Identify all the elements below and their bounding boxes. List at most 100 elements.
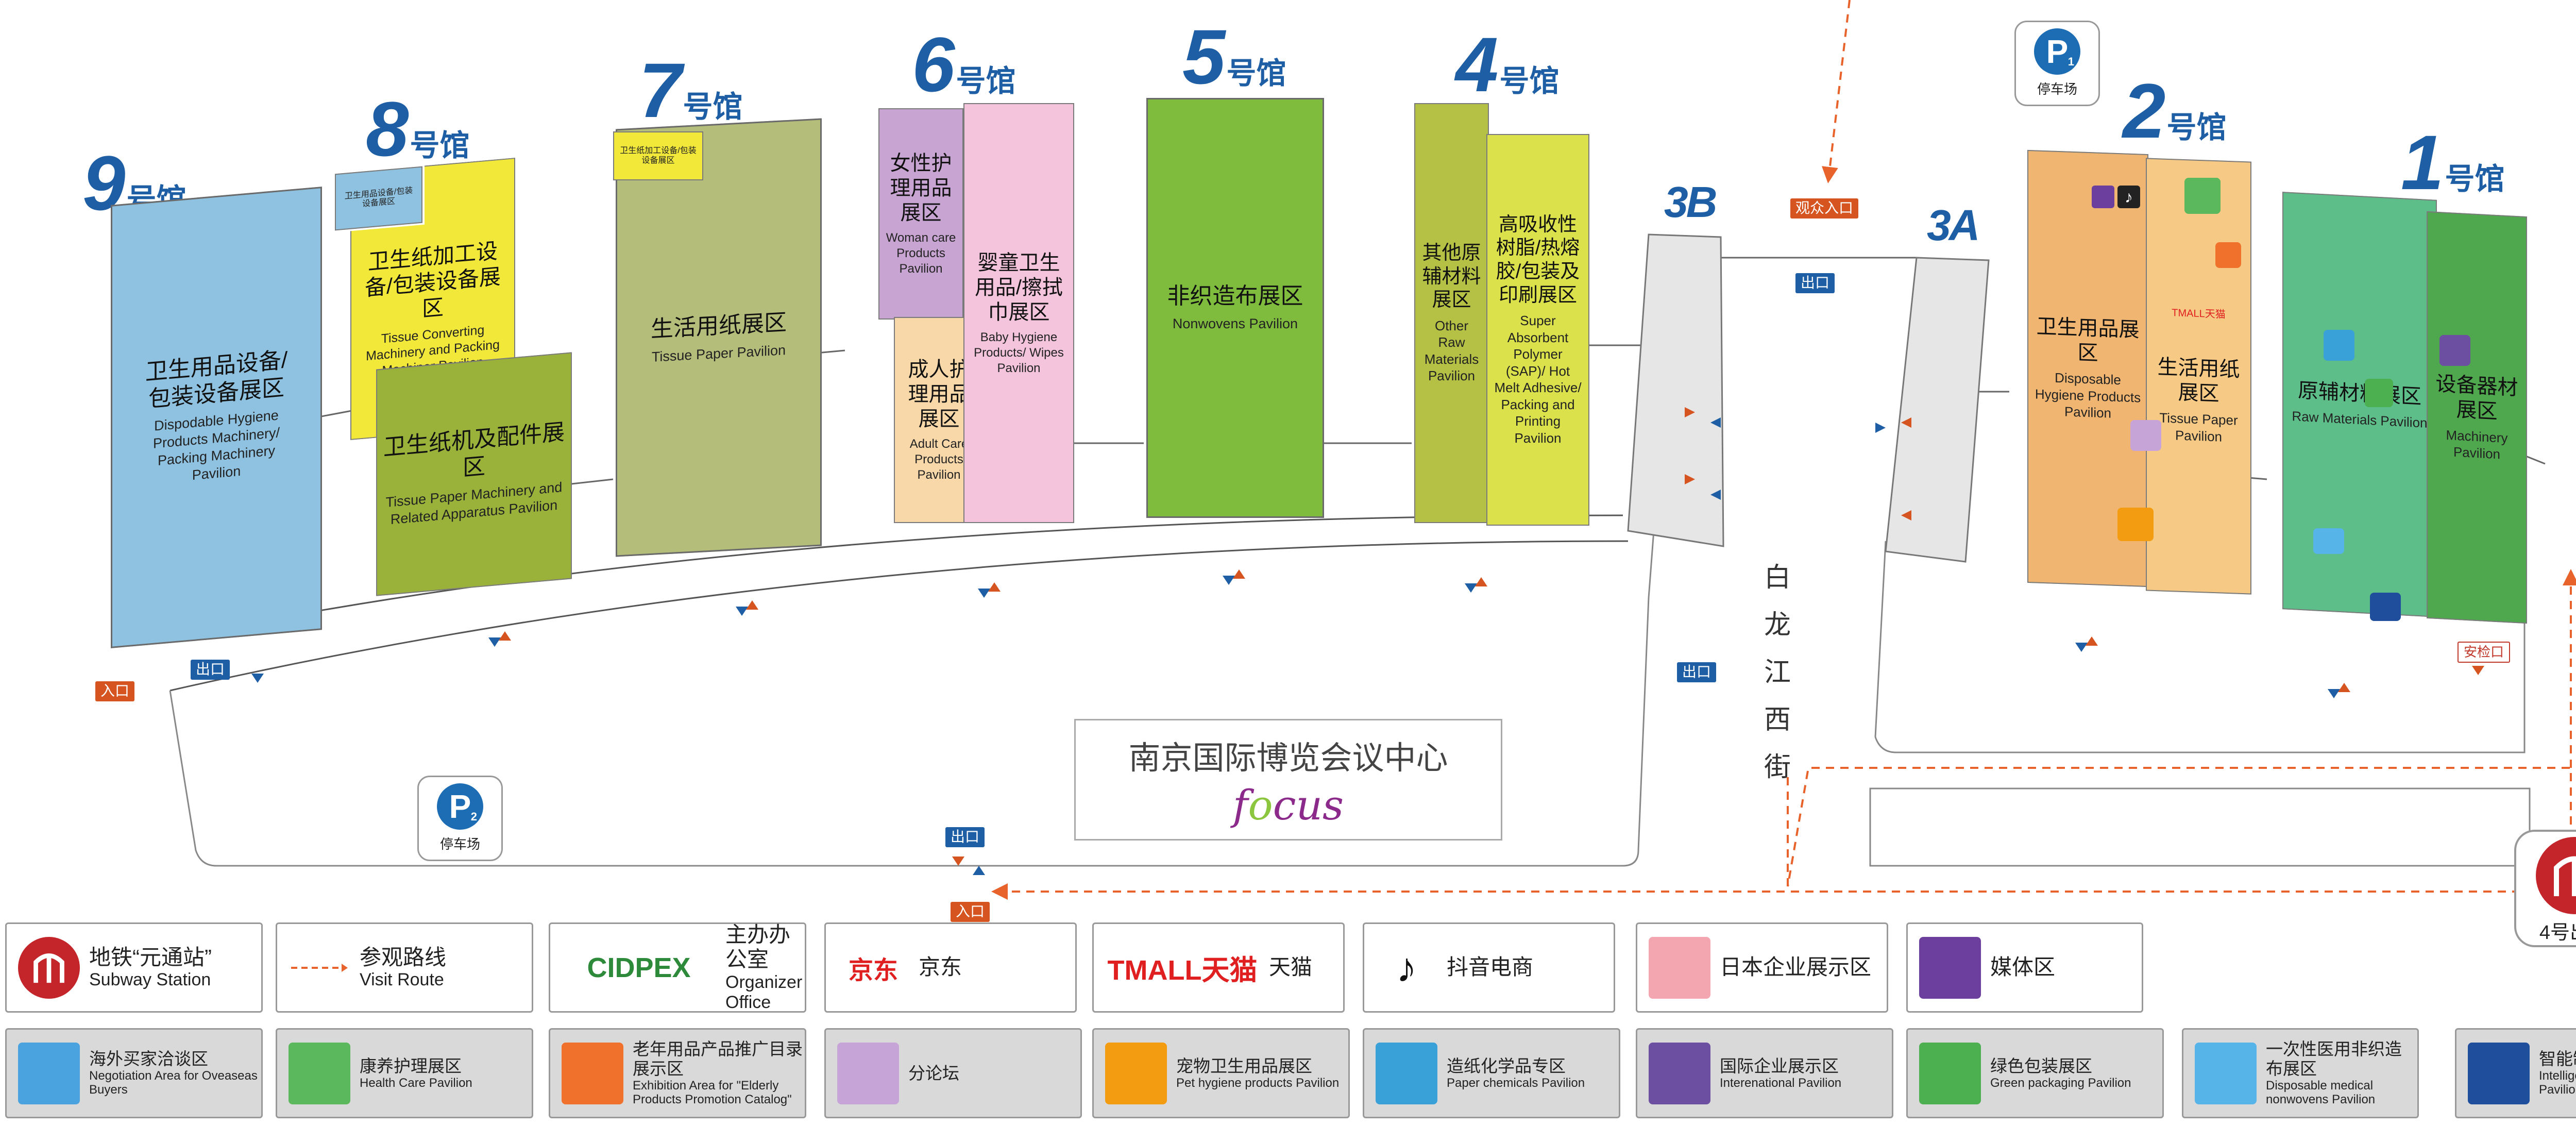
hall-1-green-packaging-icon[interactable] (2365, 379, 2393, 407)
tmall-icon: TMALL天猫 (1105, 936, 1260, 999)
hall-2-elderly-icon[interactable] (2215, 242, 2241, 268)
forum-icon (837, 1042, 899, 1104)
hall-2-media-icon[interactable] (2092, 186, 2114, 208)
legend-label-en: Visit Route (360, 970, 444, 990)
exit-bottom[interactable]: 出口 (945, 827, 985, 847)
douyin-icon: ♪ (1376, 936, 1437, 999)
hall-6-zone-1[interactable]: 女性护理用品展区 Woman care Products Pavilion (878, 108, 963, 320)
legend-label-zh: 地铁“元通站” (89, 945, 212, 969)
hall-3a-number: 3A (1927, 201, 1980, 249)
hall-1-smart-manufacturing-icon[interactable] (2370, 593, 2401, 621)
hall-9-zone-en: Dispodable Hygiene Products Machinery/ P… (152, 407, 280, 483)
subway-icon (18, 936, 80, 999)
legend-label-zh: 国际企业展示区 (1720, 1056, 1839, 1076)
hall-8-top-small-zone[interactable]: 卫生用品设备/包装设备展区 (335, 166, 422, 231)
venue-name-box: 南京国际博览会议中心 focus (1074, 719, 1502, 841)
legend-label-zh: 康养护理展区 (360, 1056, 462, 1076)
audience-entrance[interactable]: 观众入口 (1790, 198, 1859, 219)
hall-1-zone-1[interactable]: 原辅材料展区 Raw Materials Pavilion (2282, 192, 2437, 617)
hall-2-tmall-label: TMALL天猫 (2172, 307, 2226, 321)
venue-name: 南京国际博览会议中心 (1128, 741, 1448, 776)
hall-2-zone-2[interactable]: TMALL天猫 生活用纸展区 Tissue Paper Pavilion (2146, 158, 2251, 595)
hall-2-forum-icon[interactable] (2130, 420, 2161, 451)
hall-1-chemicals-icon[interactable] (2324, 330, 2354, 361)
legend-label-zh: 抖音电商 (1447, 955, 1534, 980)
hall-2-douyin-icon[interactable]: ♪ (2117, 186, 2140, 208)
hall-4-zone-2[interactable]: 高吸收性树脂/热熔胶/包装及印刷展区 Super Absorbent Polym… (1486, 134, 1589, 526)
exit-audience[interactable]: 出口 (1795, 273, 1835, 293)
legend-label-zh: 绿色包装展区 (1990, 1056, 2092, 1076)
legend-label-zh: 智能制造展区 (2539, 1049, 2576, 1068)
legend-label-zh: 一次性医用非织造布展区 (2266, 1039, 2402, 1078)
hall-3a (1885, 257, 1990, 563)
hall-9[interactable]: 卫生用品设备/包装设备展区 Dispodable Hygiene Product… (111, 187, 322, 648)
entrance-bottom[interactable]: 入口 (951, 902, 990, 922)
legend-top-item: 日本企业展示区 (1636, 922, 1888, 1013)
route-icon (289, 936, 350, 999)
hall-1-medical-icon[interactable] (2313, 528, 2344, 554)
legend-top-item: 京东京东 (824, 922, 1077, 1013)
negotiation-icon (18, 1042, 80, 1104)
medical-icon (2195, 1042, 2257, 1104)
healthcare-icon (289, 1042, 350, 1104)
legend-label-en: Interenational Pavilion (1720, 1076, 1842, 1090)
hall-1-international-icon[interactable] (2439, 335, 2470, 366)
legend-top-item: TMALL天猫天猫 (1092, 922, 1345, 1013)
legend-label-en: Health Care Pavilion (360, 1076, 472, 1090)
hall-4-zone-1[interactable]: 其他原辅材料展区 Other Raw Materials Pavilion (1414, 103, 1489, 523)
chemicals-icon (1376, 1042, 1437, 1104)
legend-label-zh: 主办办公室 (725, 922, 791, 972)
legend-label-en: Organizer Office (725, 972, 803, 1012)
loop-road (169, 530, 1655, 867)
subway-exit-4[interactable]: 4号出口 (2514, 830, 2576, 947)
exit-3a[interactable]: 出口 (1852, 653, 1868, 682)
hall-3b-number: 3B (1664, 178, 1717, 226)
legend-label-zh: 日本企业展示区 (1720, 955, 1872, 980)
hall-7-zone-en: Tissue Paper Pavilion (651, 342, 786, 365)
hall-7[interactable]: 生活用纸展区 Tissue Paper Pavilion (616, 118, 822, 557)
security-exit[interactable]: 安检口 (2458, 642, 2511, 663)
pet-icon (1105, 1042, 1167, 1104)
hall-9-zone-zh: 卫生用品设备/包装设备展区 (145, 347, 288, 412)
entrance-left[interactable]: 入口 (95, 681, 135, 701)
legend-label-zh: 海外买家洽谈区 (89, 1049, 208, 1068)
japan-icon (1649, 936, 1710, 999)
hall-2-pet-icon[interactable] (2117, 508, 2154, 541)
loop-road-right (1874, 541, 2526, 753)
walkway-outer (170, 540, 1629, 692)
legend-label-zh: 天猫 (1269, 955, 1313, 980)
legend-label-en: Disposable medical nonwovens Pavilion (2266, 1078, 2376, 1107)
focus-logo: focus (1232, 781, 1344, 829)
hall-6-zone-3[interactable]: 婴童卫生用品/擦拭巾展区 Baby Hygiene Products/ Wipe… (963, 103, 1074, 523)
road-lower-right (1869, 787, 2531, 867)
hall-1-zone-2[interactable]: 设备器材展区 Machinery Pavilion (2427, 211, 2527, 624)
cidpex-icon: CIDPEX (562, 936, 716, 999)
exit-left[interactable]: 出口 (191, 660, 230, 680)
media-icon (1919, 936, 1981, 999)
legend-label-zh: 老年用品产品推广目录展示区 (633, 1039, 803, 1078)
hall-2-healthcare-icon[interactable] (2184, 178, 2221, 214)
exit-3b[interactable]: 出口 (1677, 662, 1717, 682)
flow-arrows (251, 407, 2505, 875)
hall-3b (1627, 233, 1724, 547)
hall-7-top-small-zone[interactable]: 卫生纸加工设备/包装设备展区 (613, 131, 703, 180)
hall-8-zone-2[interactable]: 卫生纸机及配件展区 Tissue Paper Machinery and Rel… (376, 352, 572, 596)
hall-5[interactable]: 非织造布展区 Nonwovens Pavilion (1146, 98, 1324, 518)
hall-7-zone-zh: 生活用纸展区 (651, 309, 787, 342)
legend-top-item: 地铁“元通站”Subway Station (5, 922, 263, 1013)
legend-label-zh: 媒体区 (1990, 955, 2056, 980)
